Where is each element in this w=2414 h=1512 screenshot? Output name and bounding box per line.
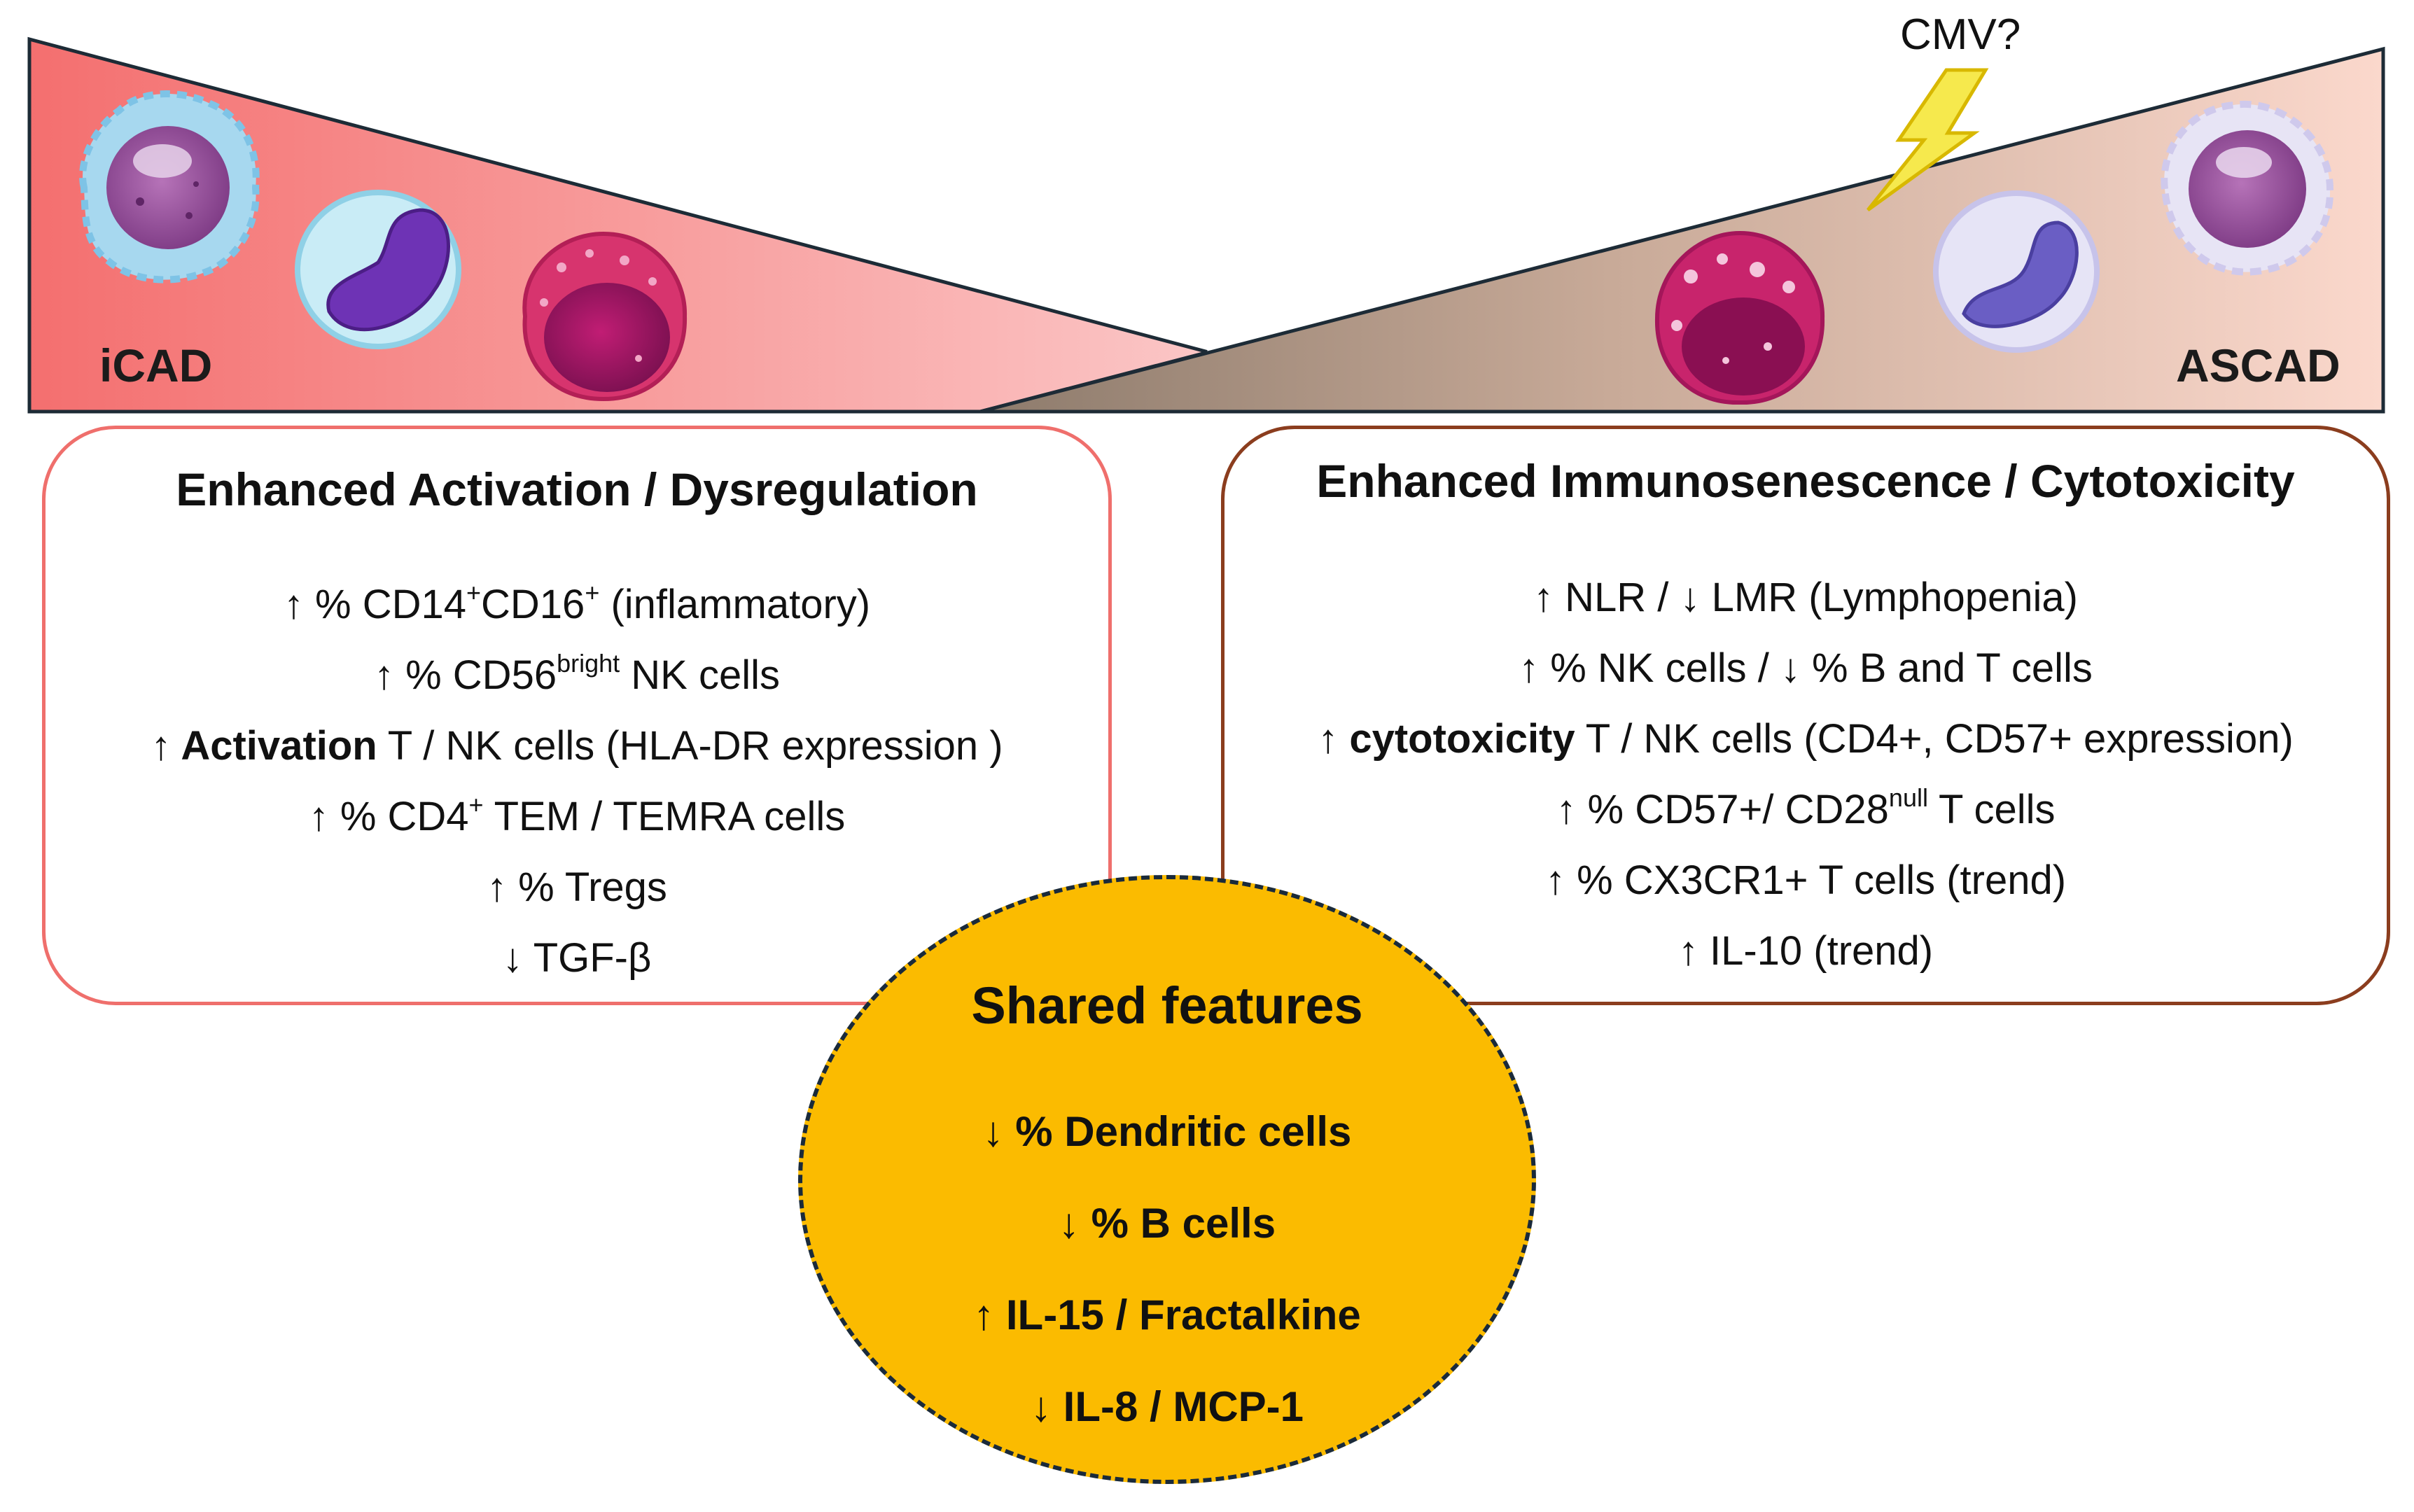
ascad-feature-list: ↑ NLR / ↓ LMR (Lymphopenia) ↑ % NK cells…: [1225, 562, 2387, 986]
small-lymphocyte-icon: [1933, 190, 2100, 353]
dendritic-cell-icon: [79, 90, 260, 284]
shared-feature-item: ↓ IL-8 / MCP-1: [1030, 1383, 1304, 1430]
icad-feature-item: ↑ % CD4+ TEM / TEMRA cells: [308, 790, 846, 839]
shared-feature-item: ↑ IL-15 / Fractalkine: [973, 1292, 1361, 1338]
icad-features-title: Enhanced Activation / Dysregulation: [176, 463, 978, 515]
basophil-icon: [1654, 230, 1825, 405]
shared-feature-item: ↓ % Dendritic cells: [982, 1108, 1352, 1155]
ascad-features-title: Enhanced Immunosenescence / Cytotoxicity: [1316, 455, 2295, 507]
icad-feature-item: ↑ % CD56bright NK cells: [374, 649, 780, 698]
ascad-feature-item: ↑ cytotoxicity T / NK cells (CD4+, CD57+…: [1318, 716, 2294, 762]
ascad-feature-item: ↑ % CX3CR1+ T cells (trend): [1544, 858, 2067, 903]
shared-features-title: Shared features: [971, 976, 1363, 1035]
ascad-feature-item: ↑ IL-10 (trend): [1677, 928, 1934, 974]
icad-feature-item: ↑ % Tregs: [487, 864, 667, 910]
ascad-label: ASCAD: [2176, 340, 2340, 391]
granulocyte-icon: [522, 231, 688, 402]
shared-feature-list: ↓ % Dendritic cells ↓ % B cells ↑ IL-15 …: [802, 1086, 1532, 1452]
icad-feature-item: ↑ % CD14+CD16+ (inflammatory): [283, 578, 871, 627]
icad-feature-item: ↑ Activation T / NK cells (HLA-DR expres…: [151, 723, 1003, 769]
icad-features-box: Enhanced Activation / Dysregulation ↑ % …: [42, 426, 1112, 1005]
lightning-bolt-icon: [1867, 68, 1989, 212]
icad-feature-item: ↓ TGF-β: [502, 935, 652, 981]
ascad-feature-item: ↑ % CD57+/ CD28null T cells: [1556, 783, 2056, 832]
icad-label: iCAD: [99, 340, 213, 391]
ascad-feature-item: ↑ % NK cells / ↓ % B and T cells: [1519, 645, 2093, 691]
cmv-trigger-label: CMV?: [1900, 10, 2021, 59]
ascad-feature-item: ↑ NLR / ↓ LMR (Lymphopenia): [1533, 575, 2078, 620]
lymphocyte-icon: [295, 190, 461, 349]
shared-features-ellipse: Shared features ↓ % Dendritic cells ↓ % …: [798, 875, 1536, 1484]
icad-feature-list: ↑ % CD14+CD16+ (inflammatory) ↑ % CD56br…: [46, 569, 1108, 993]
shared-feature-item: ↓ % B cells: [1058, 1200, 1276, 1247]
monocyte-icon: [2161, 100, 2334, 276]
ascad-features-box: Enhanced Immunosenescence / Cytotoxicity…: [1221, 426, 2390, 1005]
